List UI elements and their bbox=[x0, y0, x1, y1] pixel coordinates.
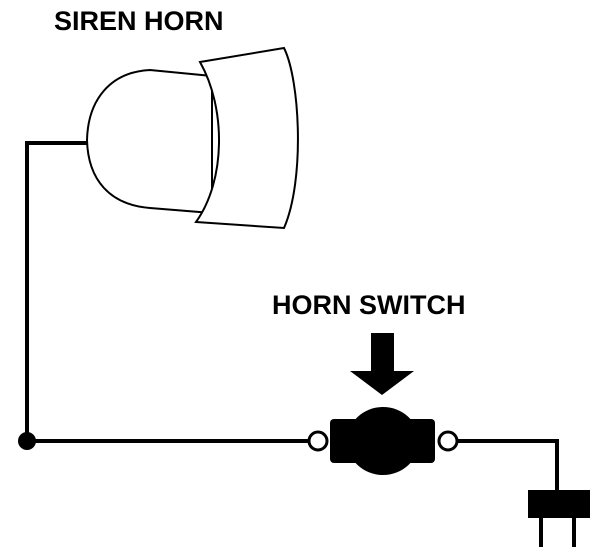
plug-body bbox=[528, 490, 590, 518]
switch-terminal-right bbox=[437, 430, 459, 452]
wire-switch-to-plug bbox=[457, 439, 559, 490]
siren-horn-front-bell bbox=[194, 46, 299, 230]
junction-dot bbox=[18, 432, 36, 450]
siren-horn-icon bbox=[85, 46, 299, 230]
siren-horn-rear-dome bbox=[85, 68, 213, 215]
horn-switch-label: HORN SWITCH bbox=[272, 290, 466, 320]
push-switch-icon bbox=[307, 407, 459, 475]
siren-horn-label: SIREN HORN bbox=[54, 6, 224, 36]
wire-horn-to-junction bbox=[25, 141, 88, 441]
plug-icon bbox=[528, 490, 590, 547]
switch-button bbox=[347, 407, 419, 475]
switch-terminal-left bbox=[307, 430, 329, 452]
arrow-down-icon bbox=[350, 333, 414, 395]
